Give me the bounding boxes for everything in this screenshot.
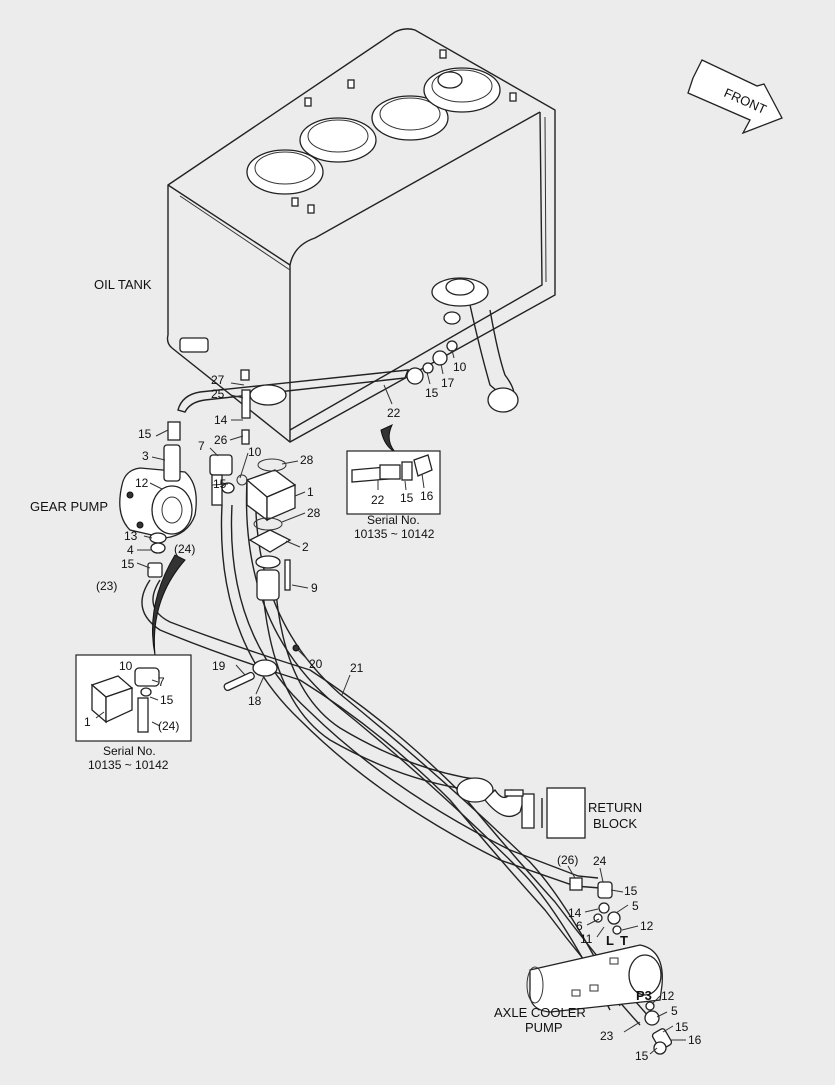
inset-right-callout-22: 22	[371, 493, 385, 507]
tank-bolts	[291, 49, 517, 214]
callout: 12	[135, 476, 149, 490]
callout: (24)	[174, 542, 195, 556]
inset-left-callout-10: 10	[119, 659, 133, 673]
axle-cooler-pump	[526, 877, 673, 1055]
inset-left-callout-15: 15	[160, 693, 174, 707]
leader-lines	[136, 349, 686, 1055]
fittings	[147, 340, 458, 692]
callout: 11	[580, 932, 593, 946]
callout: (26)	[557, 853, 578, 867]
tank-cover-1	[246, 149, 324, 195]
callout: 27	[211, 373, 225, 387]
bolt-9	[284, 559, 291, 591]
callout: 10	[453, 360, 467, 374]
callout: 24	[593, 854, 607, 868]
inset-right-callout-16: 16	[420, 489, 434, 503]
axle-cooler-pump-label-2: PUMP	[525, 1020, 563, 1035]
callout: 12	[640, 919, 654, 933]
callout: 12	[661, 989, 675, 1003]
gear-pump-label: GEAR PUMP	[30, 499, 108, 514]
callout: 15	[213, 477, 227, 491]
inset-left: 10 7 15 1 (24) Serial No. 10135 ~ 10142	[75, 654, 192, 772]
front-arrow: FRONT	[687, 59, 783, 135]
inset-pointer-right	[380, 423, 396, 453]
tank-cover-4	[423, 67, 501, 113]
callout: 22	[387, 406, 401, 420]
callout: 7	[198, 439, 205, 453]
callout: 10	[248, 445, 262, 459]
callout: 1	[307, 485, 314, 499]
callout: 5	[671, 1004, 678, 1018]
callout: 3	[142, 449, 149, 463]
inset-right-serial-label: Serial No.	[367, 513, 420, 527]
callout: 21	[350, 661, 364, 675]
inset-left-serial-label: Serial No.	[103, 744, 156, 758]
suction-outlet	[431, 277, 519, 413]
inset-left-callout-1: 1	[84, 715, 91, 729]
callout: 15	[138, 427, 152, 441]
callout: 6	[576, 919, 583, 933]
gear-pump	[119, 467, 197, 539]
callout: (23)	[96, 579, 117, 593]
tank-bracket	[179, 337, 209, 353]
callout: 26	[214, 433, 228, 447]
callout: 20	[309, 657, 323, 671]
callout: 15	[425, 386, 439, 400]
tank-cover-2	[299, 117, 377, 163]
inset-left-callout-7: 7	[158, 675, 165, 689]
pipe-3	[163, 444, 181, 482]
callout: 25	[211, 387, 225, 401]
callout: 5	[632, 899, 639, 913]
return-block-label-1: RETURN	[588, 800, 642, 815]
callout: 15	[635, 1049, 649, 1063]
return-block	[504, 787, 586, 839]
inset-left-serial-range: 10135 ~ 10142	[88, 758, 169, 772]
inset-right-serial-range: 10135 ~ 10142	[354, 527, 435, 541]
inset-left-callout-24: (24)	[158, 719, 179, 733]
return-block-label-2: BLOCK	[593, 816, 637, 831]
inset-right-callout-15: 15	[400, 491, 414, 505]
inset-right: 22 15 16 Serial No. 10135 ~ 10142	[346, 450, 441, 541]
callout: 28	[307, 506, 321, 520]
tank-cover-3	[371, 95, 449, 141]
callout: 28	[300, 453, 314, 467]
port-p3-label: P3	[636, 988, 652, 1003]
callout: 17	[441, 376, 455, 390]
port-l-label: L	[606, 933, 614, 948]
callout: 19	[212, 659, 226, 673]
callout: 4	[127, 543, 134, 557]
callout: 18	[248, 694, 262, 708]
elbow-7	[209, 454, 233, 476]
callout: 14	[214, 413, 228, 427]
oil-tank-label: OIL TANK	[94, 277, 152, 292]
callout: 14	[568, 906, 582, 920]
port-t-label: T	[620, 933, 628, 948]
callout: 15	[121, 557, 135, 571]
callout: 16	[688, 1033, 702, 1047]
callout: 9	[311, 581, 318, 595]
callout: 13	[124, 529, 138, 543]
oil-tank	[166, 28, 556, 443]
callout: 15	[675, 1020, 689, 1034]
callout-numbers: 27 25 14 26 15 3 7 10 28 15 12 1 28 13 4…	[96, 360, 702, 1063]
callout: 2	[302, 540, 309, 554]
callout: 15	[624, 884, 638, 898]
bolt-19	[223, 671, 255, 692]
axle-cooler-pump-label-1: AXLE COOLER	[494, 1005, 586, 1020]
callout: 23	[600, 1029, 614, 1043]
